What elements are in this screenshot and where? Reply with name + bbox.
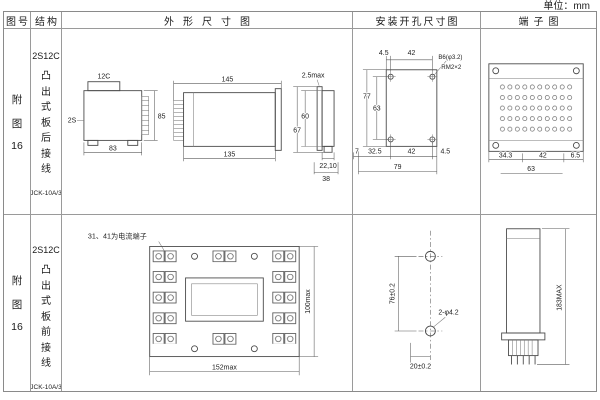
side-profile-drawing: 183MAX xyxy=(501,228,570,365)
drill-holes xyxy=(418,230,443,365)
structure-row1: 2S12C 凸出式板后接线 JCK-10A/3 xyxy=(31,29,62,215)
mounting-hole xyxy=(427,71,438,82)
header-fig-no: 图号 xyxy=(4,12,31,29)
header-structure: 结构 xyxy=(31,12,62,29)
terminal-drawing-cell-row1: 34.3 42 6.5 63 xyxy=(481,29,596,215)
dim-12c: 12C xyxy=(97,74,110,81)
outline-drawing: 12C 2S 83 85 xyxy=(67,72,339,184)
relay-side-profile xyxy=(501,228,546,365)
dim-2s: 2S xyxy=(68,117,77,124)
dim-20: 20±0.2 xyxy=(410,363,431,370)
relay-code: JCK-10A/3 xyxy=(31,189,62,197)
fig-char: 附 xyxy=(11,275,23,287)
dim-145: 145 xyxy=(222,77,234,84)
hole-spec-label: B6(φ3.2) xyxy=(438,54,462,61)
panel-edge-view: 2.5max 60 67 22,10 38 xyxy=(292,72,339,184)
side-view: 145 135 xyxy=(173,76,282,162)
right-terminal-block xyxy=(272,250,297,344)
thread-spec-label: RM2×2 xyxy=(441,64,462,71)
side-profile-dimensions: 183MAX xyxy=(537,228,570,365)
dim-79: 79 xyxy=(394,164,402,171)
dimension-table: 图号 结构 外形尺寸图 安装开孔尺寸图 端子图 附 图 16 2S12C 凸出式… xyxy=(3,11,597,392)
cutout-outline xyxy=(385,69,438,147)
outline-drawing-cell-row1: 12C 2S 83 85 xyxy=(62,29,353,215)
front-view-dimensions: 100max 152max xyxy=(149,246,319,376)
header-terminal-label: 端子图 xyxy=(518,16,564,28)
terminal-dimensions: 34.3 42 6.5 63 xyxy=(488,151,584,174)
dim-38: 38 xyxy=(322,176,330,183)
dim-2-5max: 2.5max xyxy=(302,73,325,80)
dim-6-5: 6.5 xyxy=(571,152,581,159)
terminal-diagram: 34.3 42 6.5 63 xyxy=(488,63,584,174)
dim-34-3: 34.3 xyxy=(499,152,513,159)
fig-char: 图 xyxy=(11,299,23,311)
outline-drawing-cell-row2: 31、41为电流端子 100max xyxy=(62,215,353,391)
terminal-pin-grid xyxy=(498,81,574,137)
structure-row2: 2S12C 凸出式板前接线 JCK-10A/3 xyxy=(31,215,62,391)
header-terminal: 端子图 xyxy=(481,12,596,29)
left-terminal-block xyxy=(152,250,177,344)
front-terminal-frame xyxy=(149,246,300,358)
mounting-dimensions: 4.5 42 B6(φ3.2) RM2×2 77 63 xyxy=(353,49,463,175)
dim-42: 42 xyxy=(539,152,547,159)
fig-number: 16 xyxy=(11,321,23,333)
fig-no-row2: 附 图 16 xyxy=(4,215,31,391)
fig-char: 附 xyxy=(11,93,23,106)
dim-22-10: 22,10 xyxy=(319,163,337,170)
fig-no-row1: 附 图 16 xyxy=(4,29,31,215)
dim-85: 85 xyxy=(158,114,166,121)
structure-desc: 凸出式板前接线 xyxy=(41,265,51,369)
header-structure-label: 结构 xyxy=(35,16,59,28)
terminal-block xyxy=(488,63,584,152)
dim-67: 67 xyxy=(293,127,301,134)
drill-dimensions: 76±0.2 2-φ4.2 20±0.2 xyxy=(389,256,460,371)
header-fig-no-label: 图号 xyxy=(6,16,30,28)
rear-view: 12C 2S 83 85 xyxy=(67,73,167,156)
dim-76: 76±0.2 xyxy=(390,283,397,304)
structure-desc: 凸出式板后接线 xyxy=(41,71,51,175)
bottom-terminal-block xyxy=(212,332,237,345)
header-outline: 外形尺寸图 xyxy=(62,12,353,29)
dim-32-5: 32.5 xyxy=(368,148,382,155)
current-terminal-note: 31、41为电流端子 xyxy=(88,232,147,241)
dim-152max: 152max xyxy=(212,364,237,371)
dim-42-top: 42 xyxy=(408,50,416,57)
dim-77: 77 xyxy=(363,94,371,101)
dim-42-bottom: 42 xyxy=(408,148,416,155)
dim-4-5-top: 4.5 xyxy=(379,50,389,57)
dim-100max: 100max xyxy=(305,289,312,314)
top-terminal-block xyxy=(212,250,237,263)
dim-83: 83 xyxy=(109,145,117,152)
dim-60: 60 xyxy=(301,114,309,121)
dim-135: 135 xyxy=(224,151,236,158)
drill-hole-drawing: 76±0.2 2-φ4.2 20±0.2 xyxy=(389,230,460,371)
hole-diameter-label: 2-φ4.2 xyxy=(438,309,458,316)
dim-183max: 183MAX xyxy=(557,284,564,311)
relay-code: JCK-10A/3 xyxy=(31,383,62,391)
header-outline-label: 外形尺寸图 xyxy=(164,16,259,28)
mounting-hole-drawing: 4.5 42 B6(φ3.2) RM2×2 77 63 xyxy=(353,49,463,175)
mounting-drawing-cell-row2: 76±0.2 2-φ4.2 20±0.2 xyxy=(353,215,481,391)
terminal-drawing-cell-row2: 183MAX xyxy=(481,215,596,391)
dim-63: 63 xyxy=(373,106,381,113)
model-label: 2S12C xyxy=(32,245,60,255)
front-view-drawing: 31、41为电流端子 100max xyxy=(88,232,319,376)
header-mounting-label: 安装开孔尺寸图 xyxy=(375,16,460,28)
dim-63: 63 xyxy=(527,166,535,173)
fig-char: 图 xyxy=(11,117,23,130)
model-label: 2S12C xyxy=(32,51,60,61)
dim-7: 7 xyxy=(355,148,359,155)
mounting-drawing-cell-row1: 4.5 42 B6(φ3.2) RM2×2 77 63 xyxy=(353,29,481,215)
unit-label: 单位：mm xyxy=(543,1,590,12)
dim-4-5-bottom: 4.5 xyxy=(440,148,450,155)
header-mounting: 安装开孔尺寸图 xyxy=(353,12,481,29)
fig-number: 16 xyxy=(11,139,23,152)
